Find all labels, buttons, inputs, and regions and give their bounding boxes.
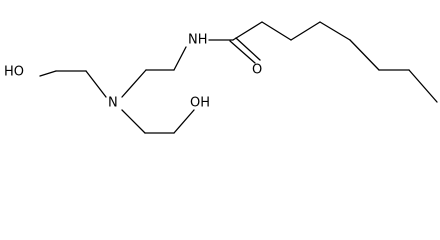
bond-c4-c5 bbox=[319, 21, 351, 41]
chemical-structure-diagram: NH O N HO OH bbox=[4, 21, 438, 134]
bond-lower-c bbox=[173, 109, 195, 134]
bond-c7-c8 bbox=[408, 69, 438, 103]
ethylene-linker bbox=[121, 46, 187, 98]
bond-c3-c4 bbox=[290, 21, 321, 41]
bond-c5-c6 bbox=[349, 39, 380, 71]
amine-nitrogen-label: N bbox=[108, 96, 118, 111]
bond-c1-c2 bbox=[232, 21, 263, 41]
bond-carbonyl-b bbox=[235, 37, 261, 61]
bond-c2-c3 bbox=[261, 21, 292, 41]
bond-linker-c bbox=[121, 69, 147, 98]
bond-carbonyl-a bbox=[229, 40, 256, 64]
amide-nitrogen-label: NH bbox=[188, 33, 208, 48]
bond-lower-a bbox=[121, 109, 146, 134]
carbonyl-oxygen-label: O bbox=[252, 63, 262, 78]
bond-upper-c bbox=[39, 70, 57, 77]
hydroxyethyl-arm-lower bbox=[121, 109, 195, 134]
hydroxyl-lower-label: OH bbox=[190, 96, 210, 111]
hydroxyethyl-arm-upper bbox=[39, 70, 107, 98]
hydroxyl-upper-label: HO bbox=[4, 65, 24, 80]
carbonyl-double-bond bbox=[229, 37, 261, 64]
octanoyl-chain bbox=[232, 21, 438, 103]
bond-upper-a bbox=[85, 70, 107, 98]
bond-linker-a bbox=[173, 46, 187, 71]
